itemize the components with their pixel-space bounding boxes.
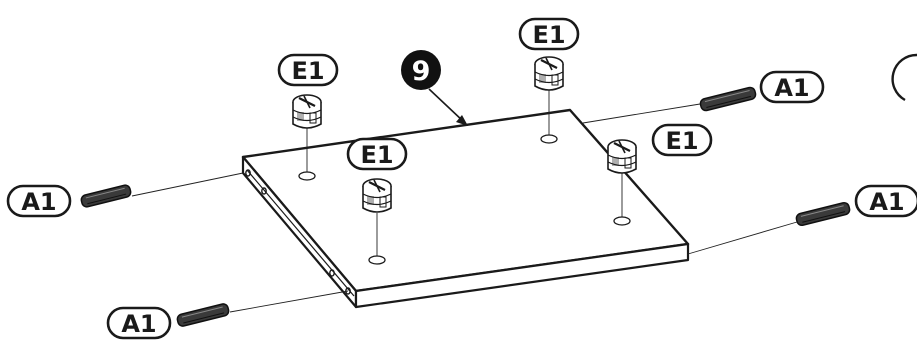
step-marker: 9 <box>401 50 468 126</box>
dowel-right <box>795 201 851 227</box>
svg-text:E1: E1 <box>291 57 324 85</box>
label-a1-top-right: A1 <box>759 70 825 104</box>
svg-text:A1: A1 <box>869 188 904 216</box>
label-a1-right: A1 <box>854 184 917 218</box>
svg-text:A1: A1 <box>21 188 56 216</box>
guide-lines <box>131 90 798 313</box>
cam-lock-right <box>606 138 638 175</box>
label-e1-top: E1 <box>518 17 580 51</box>
label-a1-bottom: A1 <box>106 306 172 340</box>
next-step-circle-partial <box>891 53 917 102</box>
svg-text:E1: E1 <box>360 141 393 169</box>
label-e1-right: E1 <box>651 123 713 157</box>
dowel-bottom <box>176 303 230 327</box>
label-e1-left: E1 <box>277 53 339 87</box>
svg-text:A1: A1 <box>121 310 156 338</box>
cam-lock-top <box>533 55 565 92</box>
dowel-left <box>80 184 132 208</box>
label-a1-left: A1 <box>6 184 72 218</box>
svg-text:E1: E1 <box>665 127 698 155</box>
dowel-top-right <box>699 86 757 112</box>
svg-text:A1: A1 <box>774 74 809 102</box>
svg-text:E1: E1 <box>532 21 565 49</box>
cam-lock-left <box>291 93 323 130</box>
cam-lock-mid <box>361 177 393 214</box>
step-number: 9 <box>412 56 431 87</box>
label-e1-mid: E1 <box>346 137 408 171</box>
